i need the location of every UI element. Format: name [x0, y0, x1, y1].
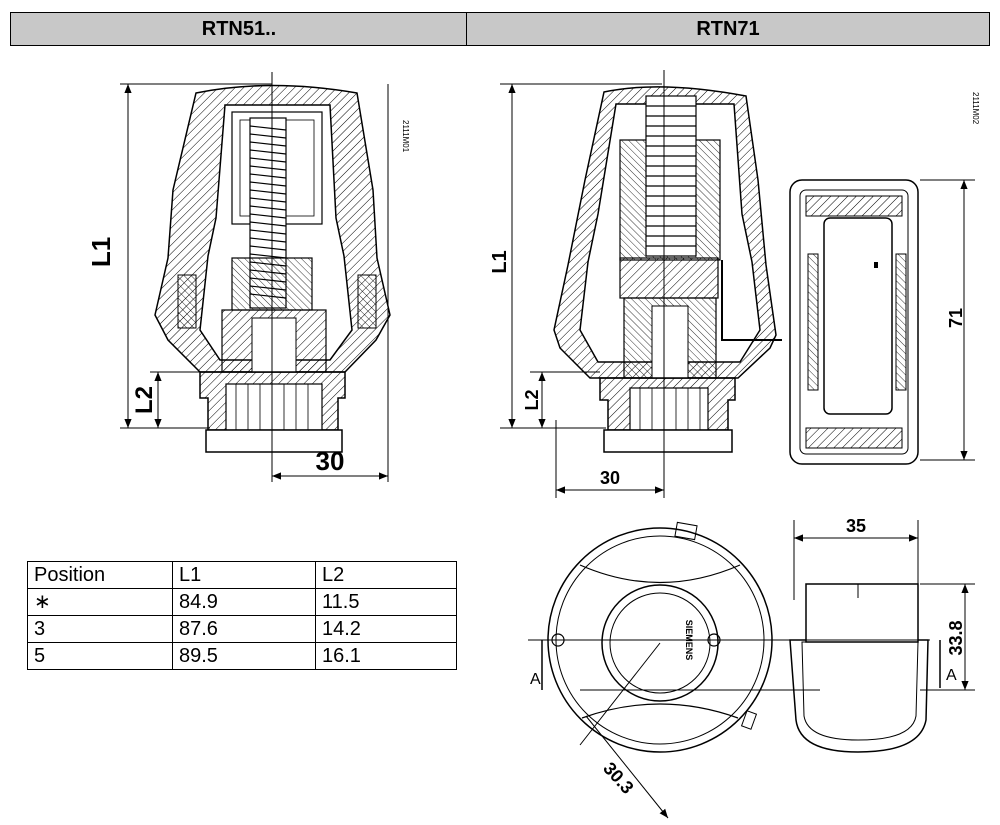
rtn51-l2-label: L2: [131, 386, 158, 414]
rtn71-bellows: [619, 95, 721, 261]
plan-view-drawing: [547, 521, 929, 753]
plan-width-label: 35: [846, 516, 866, 536]
brand-mark: SIEMENS: [684, 620, 694, 661]
plan-radius-label: 30.3: [599, 758, 637, 797]
column-header: Position: [27, 561, 173, 589]
column-header: L1: [172, 561, 316, 589]
rtn51-drawing-code: 2111M01: [401, 120, 410, 153]
plan-view-dimensions: [528, 520, 975, 819]
section-marker-left: A: [530, 671, 541, 688]
plan-side-cap: [789, 639, 929, 753]
rtn71-mechanism: [619, 257, 719, 299]
rtn71-dimensions: [500, 70, 665, 498]
header-rtn51: RTN51..: [10, 12, 468, 46]
table-header-row: Position L1 L2: [27, 561, 457, 589]
table-cell: 5: [27, 642, 173, 670]
header-rtn71: RTN71: [466, 12, 990, 46]
rtn71-l2-label: L2: [522, 389, 542, 410]
position-table: Position L1 L2 ∗ 84.9 11.5 3 87.6 14.2 5…: [27, 561, 457, 670]
rtn71-l1-label: L1: [489, 250, 511, 273]
table-cell: 84.9: [172, 588, 316, 616]
table-cell: 14.2: [315, 615, 457, 643]
table-cell: ∗: [27, 588, 173, 616]
table-row: 5 89.5 16.1: [27, 642, 457, 670]
section-marker-right: A: [946, 667, 957, 684]
rtn71-side-view: [789, 179, 919, 465]
rtn71-height-label: 71: [946, 308, 966, 328]
rtn71-section-drawing: [553, 86, 782, 453]
column-header: L2: [315, 561, 457, 589]
rtn51-dimensions: [120, 72, 389, 482]
table-row: 3 87.6 14.2: [27, 615, 457, 643]
table-cell: 87.6: [172, 615, 316, 643]
table-row: ∗ 84.9 11.5: [27, 588, 457, 616]
table-cell: 89.5: [172, 642, 316, 670]
plan-height-label: 33.8: [946, 620, 966, 655]
rtn51-width-label: 30: [316, 446, 345, 476]
rtn71-width-label: 30: [600, 468, 620, 488]
rtn71-drawing-code: 2111M02: [971, 92, 980, 125]
table-cell: 3: [27, 615, 173, 643]
table-cell: 11.5: [315, 588, 457, 616]
rtn51-l1-label: L1: [86, 237, 116, 267]
table-cell: 16.1: [315, 642, 457, 670]
rtn71-body-dimension: [920, 179, 975, 461]
